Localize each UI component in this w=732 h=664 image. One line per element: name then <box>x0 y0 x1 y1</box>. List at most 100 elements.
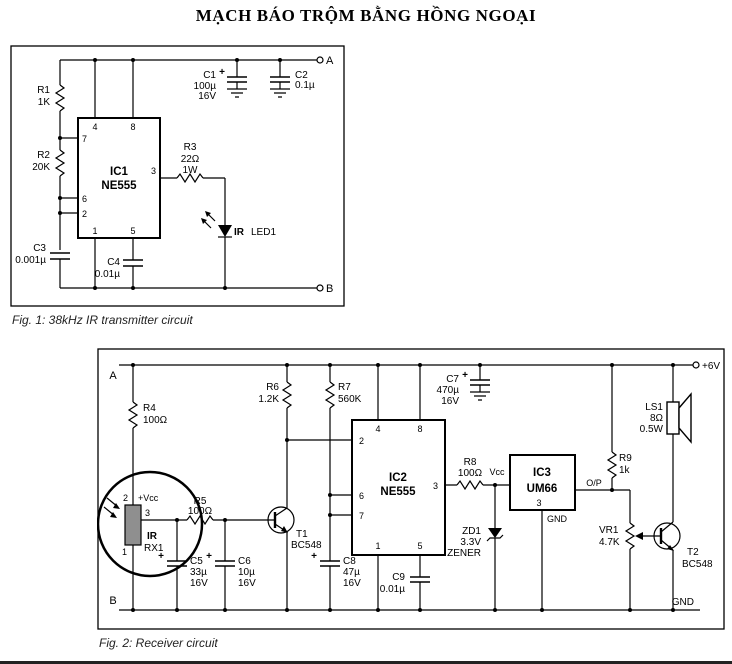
ic2-pin3: 3 <box>433 481 438 491</box>
r6-value: 1.2K <box>258 394 279 405</box>
resistor-r1 <box>54 84 66 112</box>
rail-positive-label: +6V <box>702 361 720 372</box>
fig2-terminal-b-label: B <box>109 595 116 607</box>
zd1-label: ZD1 <box>462 526 481 537</box>
ic1-pin8: 8 <box>130 122 135 132</box>
resistor-r7 <box>324 381 336 409</box>
capacitor-c9 <box>410 576 430 583</box>
rail-ground-label: GND <box>672 597 694 608</box>
fig1-grounds <box>227 88 290 98</box>
r3-power: 1W <box>183 165 199 176</box>
c6-value: 10µ <box>238 567 255 578</box>
fig1-border <box>10 45 345 307</box>
ic1-pin1: 1 <box>92 226 97 236</box>
transistor-t1 <box>267 506 295 534</box>
r9-value: 1k <box>619 465 631 476</box>
ic1-pin7: 7 <box>82 134 87 144</box>
c7-voltage: 16V <box>441 396 459 407</box>
c7-label: C7 <box>446 374 459 385</box>
ic2-part: NE555 <box>380 486 416 498</box>
zd1-value: 3.3V <box>460 537 481 548</box>
c9-value: 0.01µ <box>380 584 405 595</box>
fig2-receiver: A B +6V GND R4 100Ω 2 +Vcc 3 1 IR RX1 R5… <box>97 348 725 630</box>
ic1-pin4: 4 <box>92 122 97 132</box>
c9-label: C9 <box>392 572 405 583</box>
ic2-pin5: 5 <box>417 541 422 551</box>
rx1-highlight-circle <box>97 470 204 578</box>
c1-label: C1 <box>203 70 216 81</box>
ic2-pin6: 6 <box>359 491 364 501</box>
vr1-label: VR1 <box>599 525 619 536</box>
rx1-pin2: 2 <box>123 493 128 503</box>
ic3-gnd-label: GND <box>547 514 568 524</box>
t2-part: BC548 <box>682 559 713 570</box>
c7-value: 470µ <box>437 385 460 396</box>
zener-zd1-symbol <box>486 528 504 542</box>
c8-polarity: + <box>311 551 317 562</box>
c8-label: C8 <box>343 556 356 567</box>
capacitor-c7 <box>470 379 490 386</box>
c7-polarity: + <box>462 370 468 381</box>
capacitor-c3 <box>50 252 70 260</box>
c8-voltage: 16V <box>343 578 361 589</box>
ic2-pin4: 4 <box>375 424 380 434</box>
r9-label: R9 <box>619 453 632 464</box>
c2-value: 0.1µ <box>295 80 315 91</box>
terminal-6v <box>692 361 700 369</box>
t2-label: T2 <box>687 547 699 558</box>
vr1-wiper-arrow <box>635 532 643 540</box>
ic3-output-label: O/P <box>586 478 602 488</box>
r7-label: R7 <box>338 382 351 393</box>
led1-label: LED1 <box>251 227 276 238</box>
fig2-junction-dots <box>131 363 675 612</box>
led1-prefix: IR <box>234 227 245 238</box>
capacitor-c4 <box>123 259 143 267</box>
r4-label: R4 <box>143 403 156 414</box>
rx1-pin3: 3 <box>145 508 150 518</box>
terminal-a <box>316 56 324 64</box>
fig2-resistors <box>127 381 643 550</box>
capacitor-c5 <box>167 560 187 567</box>
speaker-ls1-symbol <box>666 392 692 444</box>
c5-value: 33µ <box>190 567 207 578</box>
ls1-power: 0.5W <box>640 424 664 435</box>
fig2-border <box>97 348 725 630</box>
bottom-edge <box>0 661 732 664</box>
ir-rx1-module <box>103 497 142 546</box>
resistor-r9 <box>606 451 618 479</box>
ir-led1-symbol <box>201 211 232 238</box>
fig1-transmitter: A B R1 1K R2 20K R3 22Ω 1W C1 100µ 16V +… <box>10 45 345 307</box>
ls1-impedance: 8Ω <box>650 413 664 424</box>
fig1-terminal-b-label: B <box>326 283 333 295</box>
c1-voltage: 16V <box>198 91 216 102</box>
r1-value: 1K <box>38 97 51 108</box>
resistor-r5 <box>186 514 214 526</box>
r8-value: 100Ω <box>458 468 483 479</box>
ic2-body <box>351 419 446 556</box>
ic3-label: IC3 <box>533 467 551 479</box>
ic3-part: UM66 <box>527 483 558 495</box>
ic1-body <box>77 117 161 239</box>
ic1-pin3: 3 <box>151 166 156 176</box>
capacitor-c6 <box>215 560 235 567</box>
ic3-pin3: 3 <box>536 498 541 508</box>
fig1-junction-dots <box>58 58 282 290</box>
ground-symbol-c1 <box>227 88 247 98</box>
ic2-pin1: 1 <box>375 541 380 551</box>
ic2-label: IC2 <box>389 472 407 484</box>
c5-polarity: + <box>158 551 164 562</box>
c3-label: C3 <box>33 243 46 254</box>
ic1-pin2: 2 <box>82 209 87 219</box>
rx1-body <box>124 504 142 546</box>
resistor-vr1 <box>624 522 636 550</box>
r5-label: R5 <box>194 496 207 507</box>
fig2-wires <box>119 364 700 611</box>
capacitor-c8 <box>320 560 340 567</box>
fig1-terminal-a-label: A <box>326 55 334 67</box>
vr1-value: 4.7K <box>599 537 620 548</box>
c5-label: C5 <box>190 556 203 567</box>
fig2-terminal-a-label: A <box>109 370 117 382</box>
rx1-vcc-label: +Vcc <box>138 493 159 503</box>
fig2-caption: Fig. 2: Receiver circuit <box>99 636 218 650</box>
